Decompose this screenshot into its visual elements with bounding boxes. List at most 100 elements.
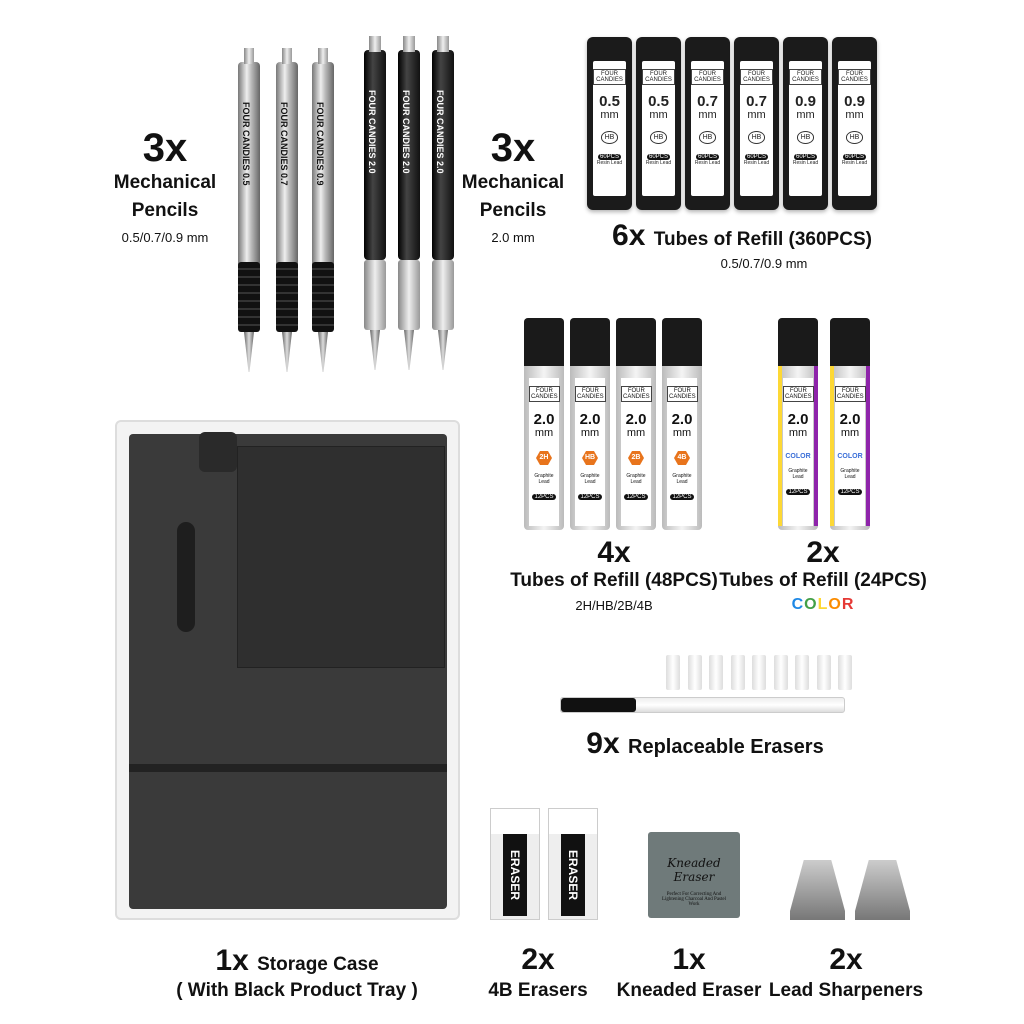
tray-notch	[199, 432, 237, 472]
eraser-refill	[838, 655, 852, 690]
pencil-label: FOUR CANDIES 2.0	[435, 90, 445, 174]
pencil-cap	[369, 36, 381, 52]
black-pencil: FOUR CANDIES 2.0	[432, 36, 454, 370]
tube-type: Graphite Lead	[840, 468, 860, 480]
replaceable-erasers-title: Replaceable Erasers	[628, 736, 824, 758]
tube-brand: FOUR CANDIES	[642, 69, 675, 85]
black-pencils-qty: 3x	[490, 126, 536, 170]
metal-pencils-title1: Mechanical	[113, 172, 217, 193]
pencil-cap	[318, 48, 328, 64]
tube-brand: FOUR CANDIES	[835, 386, 866, 402]
tube-brand: FOUR CANDIES	[575, 386, 606, 402]
tube-pcs: 60PCS	[744, 154, 768, 160]
tube-grade: HB	[649, 131, 668, 144]
tube-size: 2.0	[787, 411, 809, 428]
color-stripe	[778, 366, 782, 526]
pencil-tip	[370, 330, 380, 370]
tube-pcs: 60PCS	[597, 154, 621, 160]
pencil-tip	[318, 332, 328, 372]
color-refill-spec: COLOR	[792, 596, 855, 614]
tube-grade: 4B	[674, 451, 690, 465]
pencil-label: FOUR CANDIES 0.7	[279, 102, 289, 186]
tube-unit: mm	[649, 109, 668, 121]
tube-brand: FOUR CANDIES	[667, 386, 698, 402]
product-tray	[129, 432, 447, 909]
eraser-refill	[816, 655, 831, 690]
tube-type: Graphite Lead	[672, 473, 692, 485]
tube-type: Resin Lead	[596, 160, 623, 166]
tube-grade: COLOR	[837, 453, 863, 460]
tube-unit: mm	[747, 109, 766, 121]
kneaded-brand: Kneaded Eraser	[667, 856, 721, 884]
tube-grade: HB	[698, 131, 717, 144]
tube-brand: FOUR CANDIES	[691, 69, 724, 85]
tube-pcs: 60PCS	[793, 154, 817, 160]
eraser-refill	[709, 655, 723, 690]
tube-cap	[662, 318, 702, 366]
tube-type: Resin Lead	[645, 160, 672, 166]
tube-cap	[616, 318, 656, 366]
tube-grade: COLOR	[785, 453, 811, 460]
tube-pcs: 60PCS	[646, 154, 670, 160]
tray-compartment	[237, 446, 445, 668]
lead-sharpener	[790, 860, 845, 920]
pencil-label: FOUR CANDIES 2.0	[401, 90, 411, 174]
pencil-grip	[238, 262, 260, 332]
metal-pencil: FOUR CANDIES 0.9	[312, 48, 334, 372]
tube-unit: mm	[788, 427, 808, 439]
color-letter: C	[791, 596, 805, 613]
tube-pcs: 12PCS	[624, 494, 648, 500]
sharpeners-qty: 2x	[829, 943, 863, 976]
eraser-4b: ERASER	[490, 808, 540, 920]
storage-case-subtitle: ( With Black Product Tray )	[176, 980, 418, 1001]
replaceable-erasers-label: 9x Replaceable Erasers	[586, 728, 823, 763]
graphite-refill-title: Tubes of Refill (48PCS)	[510, 570, 718, 591]
tube-grade: HB	[845, 131, 864, 144]
pencil-grip	[276, 262, 298, 332]
tube-size: 0.7	[697, 93, 718, 110]
eraser-label: ERASER	[503, 834, 527, 916]
tube-grade: 2H	[536, 451, 552, 465]
sharpeners-title: Lead Sharpeners	[768, 980, 924, 1001]
tube-brand: FOUR CANDIES	[783, 386, 814, 402]
erasers-4b-qty: 2x	[521, 943, 555, 976]
resin-refill-title: Tubes of Refill (360PCS)	[653, 229, 872, 250]
pencil-cap	[437, 36, 449, 52]
tube-unit: mm	[600, 109, 619, 121]
metal-pencils-qty: 3x	[142, 126, 188, 170]
tube-brand: FOUR CANDIES	[621, 386, 652, 402]
tube-grade: HB	[600, 131, 619, 144]
color-stripe	[814, 366, 818, 526]
tube-unit: mm	[698, 109, 717, 121]
tube-pcs: 12PCS	[786, 489, 810, 495]
pencil-grip	[312, 262, 334, 332]
tube-type: Graphite Lead	[626, 473, 646, 485]
eraser-refill	[795, 655, 809, 690]
tube-type: Resin Lead	[792, 160, 819, 166]
tube-size: 2.0	[671, 411, 693, 428]
tube-cap	[778, 318, 818, 366]
black-pencils-title1: Mechanical	[461, 172, 565, 193]
eraser-4b: ERASER	[548, 808, 598, 920]
resin-refill-label: 6x Tubes of Refill (360PCS)	[612, 220, 872, 256]
color-letter: O	[804, 596, 818, 613]
tube-brand: FOUR CANDIES	[789, 69, 822, 85]
tube-brand: FOUR CANDIES	[740, 69, 773, 85]
color-letter: L	[817, 596, 829, 613]
tube-unit: mm	[534, 427, 554, 439]
metal-pencil: FOUR CANDIES 0.5	[238, 48, 260, 372]
resin-refill-spec: 0.5/0.7/0.9 mm	[720, 256, 808, 271]
